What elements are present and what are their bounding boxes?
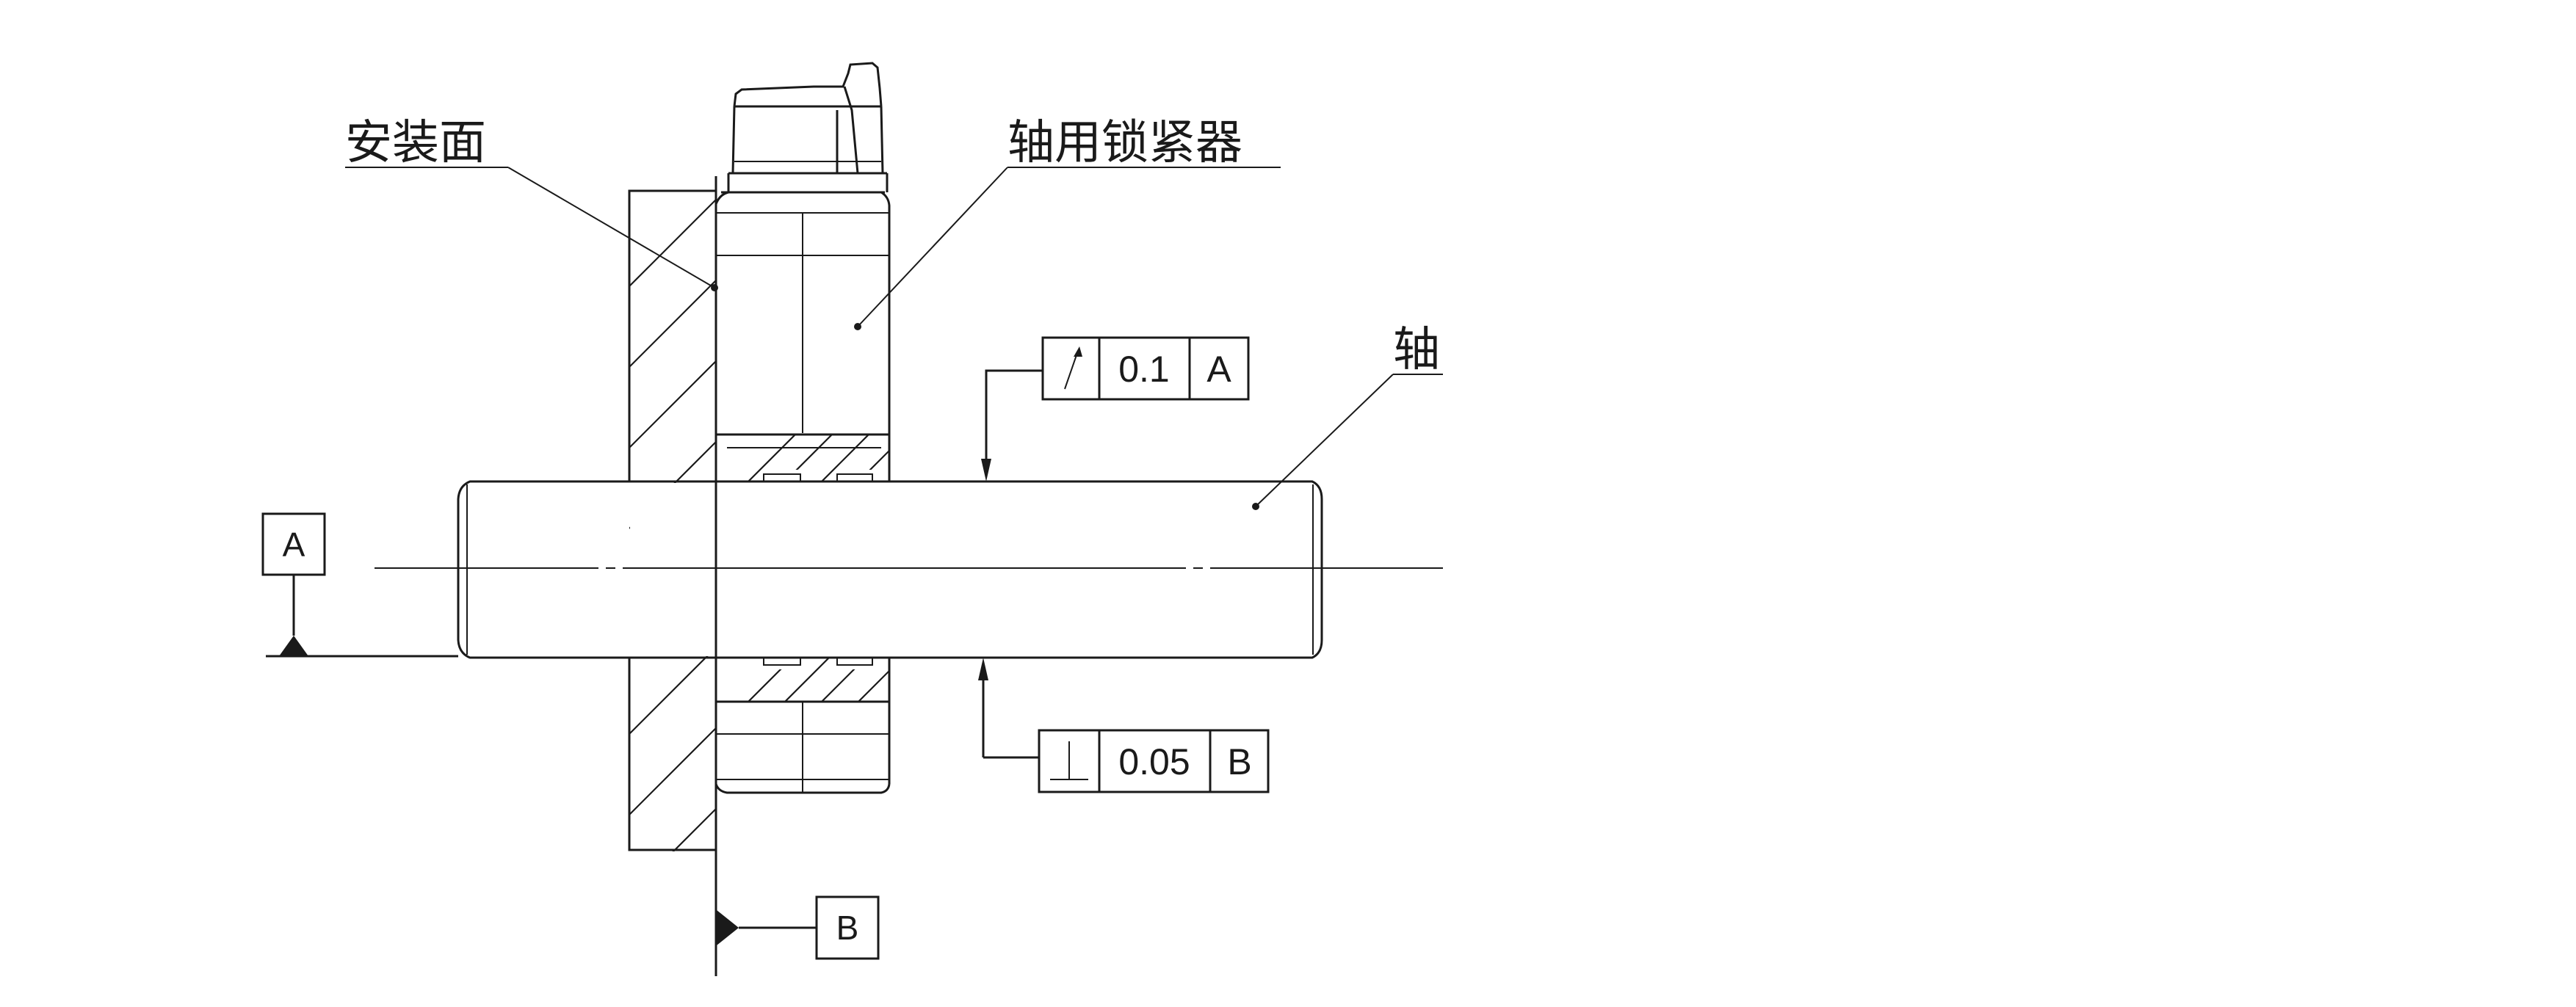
perpendicularity-tolerance-value: 0.05 xyxy=(1118,741,1190,782)
datum-a-label: A xyxy=(283,526,305,564)
runout-tolerance-value: 0.1 xyxy=(1118,349,1170,390)
datum-b-label: B xyxy=(836,909,859,947)
perpendicularity-tolerance-frame: 0.05 B xyxy=(978,658,1270,793)
shaft-body xyxy=(457,480,1323,659)
mounting-face-label: 安装面 xyxy=(345,116,486,170)
shaft-locknut-leader: 轴用锁紧器 xyxy=(854,116,1281,330)
datum-a: A xyxy=(261,512,458,658)
perpendicularity-icon xyxy=(1050,741,1088,780)
shaft-locknut-label: 轴用锁紧器 xyxy=(1007,116,1242,170)
runout-icon xyxy=(1064,346,1082,390)
shaft-label: 轴 xyxy=(1393,323,1440,377)
runout-tolerance-frame: 0.1 A xyxy=(981,336,1250,481)
mounting-plate xyxy=(628,189,717,851)
datum-b: B xyxy=(717,895,880,960)
mounting-face-leader: 安装面 xyxy=(345,116,718,291)
perpendicularity-datum-ref: B xyxy=(1227,741,1251,782)
shaft-locknut xyxy=(714,62,891,794)
shaft-leader: 轴 xyxy=(1252,323,1443,510)
runout-datum-ref: A xyxy=(1206,349,1231,390)
